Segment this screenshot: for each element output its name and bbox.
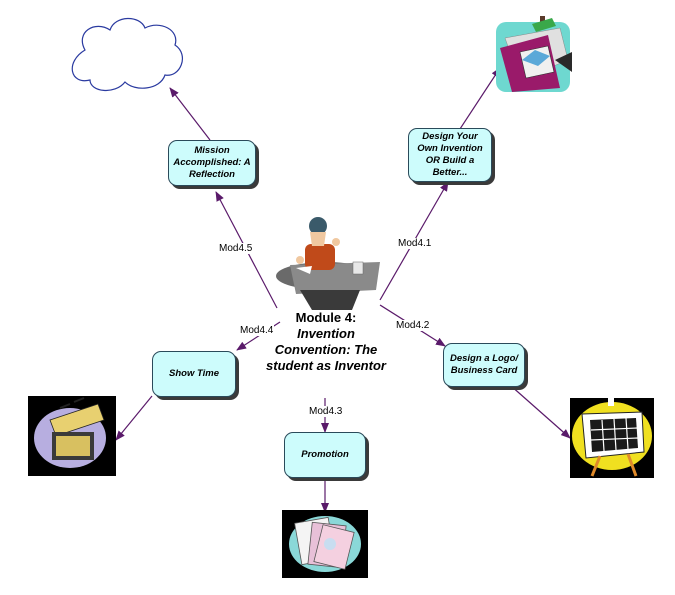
node-show-time[interactable]: Show Time: [152, 351, 236, 397]
node-label: Show Time: [169, 368, 219, 379]
edge-label-mod41: Mod4.1: [397, 238, 433, 249]
module-number: Module 4:: [295, 310, 357, 325]
edge-mod42-out: [509, 384, 571, 439]
center-module-title: Module 4: Invention Convention: The stud…: [262, 310, 390, 374]
node-mission-accomplished[interactable]: Mission Accomplished: A Reflection: [168, 140, 256, 186]
edge-label-mod43: Mod4.3: [308, 406, 344, 417]
edge-mod44-out: [115, 395, 153, 441]
node-label: Design a Logo/ Business Card: [449, 353, 519, 376]
node-label: Design Your Own Invention OR Build a Bet…: [417, 131, 483, 178]
node-label: Mission Accomplished: A Reflection: [173, 145, 251, 180]
node-design-invention[interactable]: Design Your Own Invention OR Build a Bet…: [408, 128, 492, 182]
inventor-at-desk-icon: [276, 217, 380, 310]
clapperboard-icon: [28, 396, 116, 476]
edge-mod45-upper: [169, 87, 211, 141]
edge-label-mod44: Mod4.4: [239, 325, 275, 336]
node-label: Promotion: [301, 449, 349, 460]
house-blueprint-icon: [496, 16, 572, 92]
node-design-logo[interactable]: Design a Logo/ Business Card: [443, 343, 525, 387]
easel-icon: [570, 390, 654, 478]
cloud-icon: [71, 17, 183, 91]
module-subtitle: Invention Convention: The student as Inv…: [266, 326, 386, 373]
photos-icon: [282, 510, 368, 578]
edge-mod41-upper: [457, 67, 501, 133]
edge-label-mod45: Mod4.5: [218, 243, 254, 254]
node-promotion[interactable]: Promotion: [284, 432, 366, 478]
edge-label-mod42: Mod4.2: [395, 320, 431, 331]
